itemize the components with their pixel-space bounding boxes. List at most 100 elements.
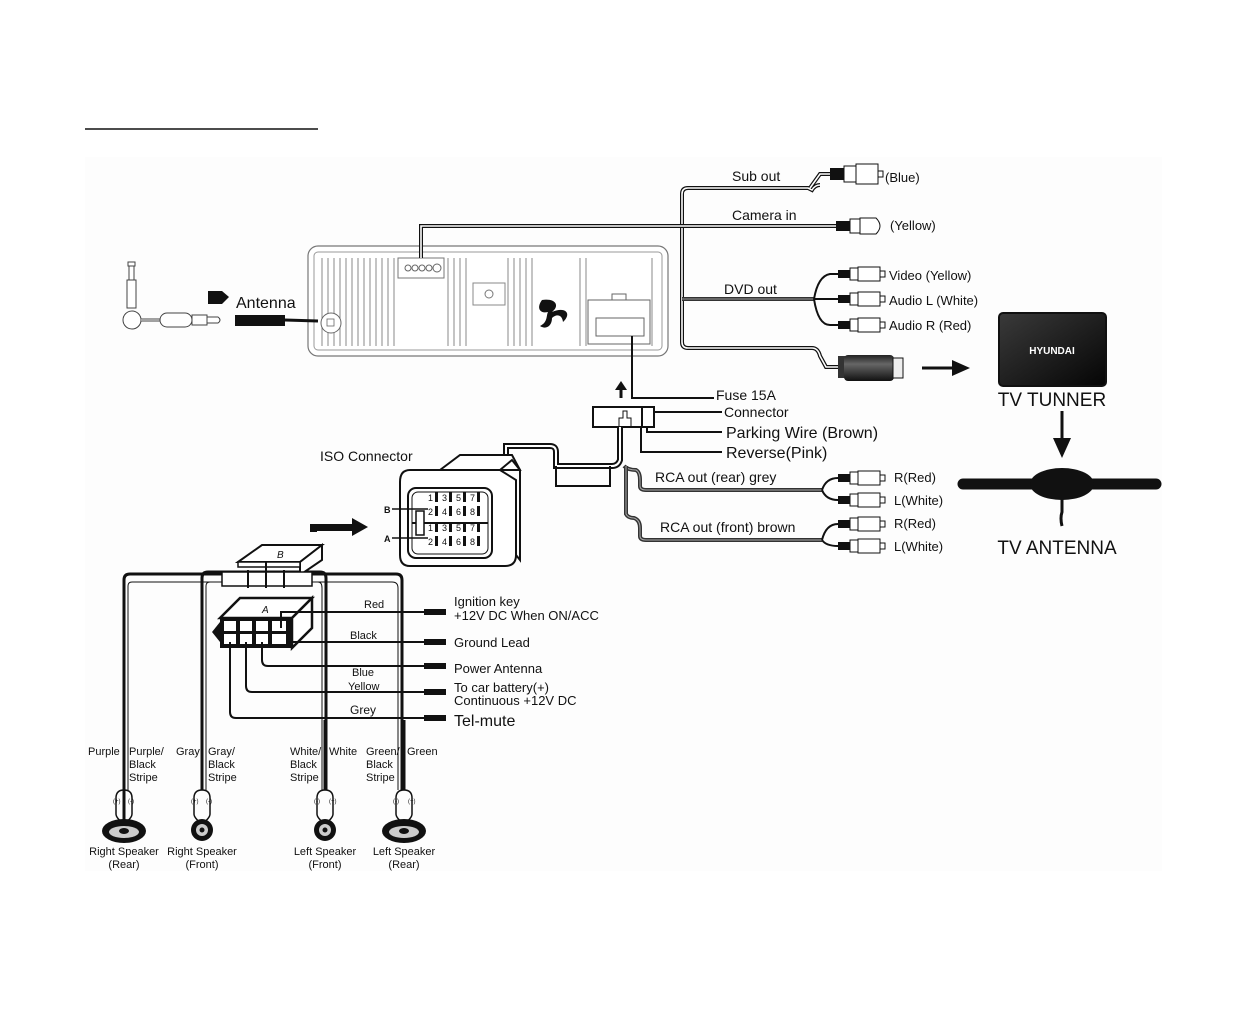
head-unit bbox=[307, 245, 669, 357]
power-antenna: Power Antenna bbox=[454, 661, 543, 676]
spk3-pos: White bbox=[329, 746, 357, 758]
tv-antenna-label: TV ANTENNA bbox=[997, 538, 1117, 559]
spk4-pos: Green bbox=[407, 746, 438, 758]
rca-front-l: L(White) bbox=[894, 539, 943, 554]
iso-pin-number: 8 bbox=[470, 537, 475, 547]
rca-output-plug bbox=[838, 492, 886, 508]
tv-tuner-box: HYUNDAI bbox=[998, 312, 1107, 387]
spk3-name-2: (Front) bbox=[309, 859, 342, 871]
power-wires bbox=[229, 609, 446, 721]
arrow-down-icon bbox=[1053, 438, 1071, 458]
polarity-label: (+) bbox=[113, 799, 121, 805]
iso-pin-number: 5 bbox=[456, 523, 461, 533]
wire-color-blue: Blue bbox=[352, 667, 374, 679]
polarity-label: (-) bbox=[393, 799, 399, 805]
iso-pin-number: 1 bbox=[428, 523, 433, 533]
arrow-up-icon bbox=[615, 381, 627, 390]
antenna-arrow-icon bbox=[208, 291, 229, 304]
polarity-label: (-) bbox=[128, 799, 134, 805]
iso-pin-number: 6 bbox=[456, 537, 461, 547]
polarity-label: (+) bbox=[408, 799, 416, 805]
tel-mute: Tel-mute bbox=[454, 713, 515, 730]
rca-rear-l: L(White) bbox=[894, 493, 943, 508]
speaker-4: (-) (+) bbox=[382, 720, 426, 843]
radio-antenna-plug bbox=[122, 261, 319, 330]
tv-tuner-plug bbox=[838, 355, 970, 381]
polarity-label: (+) bbox=[329, 799, 337, 805]
dvd-plug-video: Video (Yellow) bbox=[889, 268, 971, 283]
spk1-name-1: Right Speaker bbox=[89, 846, 159, 858]
sub-out-label: Sub out bbox=[732, 168, 780, 184]
reverse-wire-label: Reverse(Pink) bbox=[726, 445, 827, 462]
dvd-plug-audio-r: Audio R (Red) bbox=[889, 318, 971, 333]
iso-connector-title: ISO Connector bbox=[320, 448, 413, 464]
arrow-right-icon bbox=[310, 518, 368, 536]
connector-block bbox=[592, 381, 722, 453]
spk1-pos-1: Purple/ bbox=[129, 746, 165, 758]
spk1-neg: Purple bbox=[88, 746, 120, 758]
rca-rear-r: R(Red) bbox=[894, 470, 936, 485]
iso-pin-number: 6 bbox=[456, 507, 461, 517]
dvd-rca-plug bbox=[838, 291, 886, 307]
wire-color-yellow: Yellow bbox=[348, 681, 379, 693]
tuner-brand: HYUNDAI bbox=[1029, 346, 1075, 357]
battery-line1: To car battery(+) bbox=[454, 680, 549, 695]
speaker-3: (-) (+) bbox=[314, 720, 337, 841]
iso-pin-number: 7 bbox=[470, 523, 475, 533]
polarity-label: (+) bbox=[191, 799, 199, 805]
block-b-label: B bbox=[277, 550, 284, 561]
dvd-out-label: DVD out bbox=[724, 281, 777, 297]
speaker-2: (+) (-) bbox=[191, 720, 213, 841]
fuse-label: Fuse 15A bbox=[716, 387, 777, 403]
sub-out-color: (Blue) bbox=[885, 170, 920, 185]
wire-color-red: Red bbox=[364, 599, 384, 611]
iso-pin-number: 4 bbox=[442, 537, 447, 547]
arrow-right-icon bbox=[952, 360, 970, 376]
polarity-label: (-) bbox=[206, 799, 212, 805]
spk3-neg-3: Stripe bbox=[290, 772, 319, 784]
iso-pin-number: 7 bbox=[470, 493, 475, 503]
iso-pin-number: 1 bbox=[428, 493, 433, 503]
spk2-pos-3: Stripe bbox=[208, 772, 237, 784]
iso-pin-number: 4 bbox=[442, 507, 447, 517]
spk3-neg-1: White/ bbox=[290, 746, 322, 758]
spk4-neg-2: Black bbox=[366, 759, 393, 771]
tv-tuner-label: TV TUNNER bbox=[998, 390, 1106, 411]
spk4-neg-3: Stripe bbox=[366, 772, 395, 784]
camera-in-label: Camera in bbox=[732, 207, 797, 223]
connector-label: Connector bbox=[724, 404, 789, 420]
iso-pin-number: 2 bbox=[428, 537, 433, 547]
output-wires bbox=[419, 172, 838, 399]
iso-row-a-label: A bbox=[384, 534, 391, 544]
sub-out-plug bbox=[830, 163, 884, 185]
camera-in-plug bbox=[836, 217, 881, 235]
tv-antenna bbox=[957, 468, 1162, 527]
iso-pin-number: 3 bbox=[442, 523, 447, 533]
fan-icon bbox=[539, 299, 568, 328]
block-a-label: A bbox=[261, 605, 269, 616]
rca-output-plug bbox=[838, 538, 886, 554]
rca-output-plug bbox=[838, 516, 886, 532]
rca-rear-label: RCA out (rear) grey bbox=[655, 469, 776, 485]
spk3-name-1: Left Speaker bbox=[294, 846, 357, 858]
spk2-pos-1: Gray/ bbox=[208, 746, 236, 758]
ignition-line1: Ignition key bbox=[454, 594, 520, 609]
dvd-rca-plug bbox=[838, 317, 886, 333]
wire-color-black: Black bbox=[350, 630, 377, 642]
camera-in-color: (Yellow) bbox=[890, 218, 936, 233]
rca-front-r: R(Red) bbox=[894, 516, 936, 531]
spk4-name-2: (Rear) bbox=[388, 859, 419, 871]
spk4-neg-1: Green/ bbox=[366, 746, 401, 758]
speaker-1: (+) (-) bbox=[102, 720, 146, 843]
spk2-neg: Gray bbox=[176, 746, 200, 758]
dvd-plug-audio-l: Audio L (White) bbox=[889, 293, 978, 308]
spk2-pos-2: Black bbox=[208, 759, 235, 771]
rca-front-label: RCA out (front) brown bbox=[660, 519, 795, 535]
spk4-name-1: Left Speaker bbox=[373, 846, 436, 858]
spk1-pos-3: Stripe bbox=[129, 772, 158, 784]
polarity-label: (-) bbox=[314, 799, 320, 805]
spk2-name-1: Right Speaker bbox=[167, 846, 237, 858]
dvd-rca-plug bbox=[838, 266, 886, 282]
iso-pin-number: 5 bbox=[456, 493, 461, 503]
